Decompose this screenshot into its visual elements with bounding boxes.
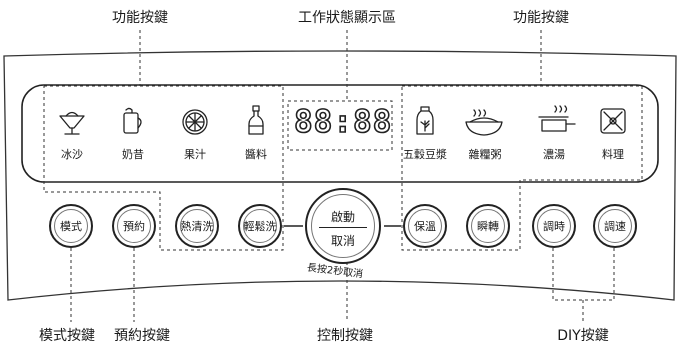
- reserve-key-label: 預約按鍵: [114, 328, 170, 344]
- status-display-label: 工作狀態顯示區: [298, 10, 396, 26]
- soup-pot-icon: [538, 105, 576, 132]
- keep-warm-button[interactable]: 保溫: [403, 204, 447, 248]
- easy-clean-button-ring: [243, 209, 277, 243]
- milkshake-jar-icon: [123, 107, 142, 134]
- porridge-bowl-icon: [465, 109, 503, 136]
- diy-key-label: DIY按鍵: [557, 328, 609, 344]
- start-label: 啟動: [330, 210, 355, 224]
- blade-cross-icon: [600, 108, 626, 134]
- function-label-cooking: 料理: [602, 148, 624, 161]
- hot-clean-button[interactable]: 熱清洗: [175, 204, 219, 248]
- mode-button[interactable]: 模式: [49, 204, 93, 248]
- status-display-digits: 88:88: [293, 103, 393, 141]
- mode-button-ring: [54, 209, 88, 243]
- control-key-label: 控制按鍵: [317, 328, 373, 344]
- adjust-speed-button-ring: [598, 209, 632, 243]
- easy-clean-button[interactable]: 輕鬆洗: [238, 204, 282, 248]
- hot-clean-button-label: 熱清洗: [180, 220, 214, 233]
- cancel-label: 取消: [330, 234, 355, 248]
- sauce-bottle-icon: [248, 105, 264, 135]
- instant-button[interactable]: 瞬轉: [466, 204, 510, 248]
- function-label-soup: 濃湯: [543, 148, 565, 161]
- adjust-speed-button-label: 調速: [604, 220, 626, 233]
- start-cancel-button[interactable]: 啟動 取消: [305, 188, 381, 264]
- function-label-porridge: 雜糧粥: [468, 148, 502, 161]
- adjust-time-button-label: 調時: [543, 220, 565, 233]
- smoothie-cup-icon: [59, 111, 85, 135]
- reserve-button[interactable]: 預約: [112, 204, 156, 248]
- instant-button-ring: [471, 209, 505, 243]
- adjust-time-button[interactable]: 調時: [532, 204, 576, 248]
- adjust-speed-button[interactable]: 調速: [593, 204, 637, 248]
- function-keys-label-left: 功能按鍵: [112, 10, 168, 26]
- function-label-juice: 果汁: [184, 148, 206, 161]
- mode-button-label: 模式: [60, 220, 82, 233]
- keep-warm-button-label: 保溫: [414, 220, 436, 233]
- function-label-milkshake: 奶昔: [122, 148, 144, 161]
- reserve-button-label: 預約: [123, 220, 145, 233]
- function-keys-label-right: 功能按鍵: [513, 10, 569, 26]
- start-cancel-button-ring: [311, 194, 375, 258]
- grain-soymilk-bottle-icon: [416, 106, 434, 135]
- keep-warm-button-ring: [408, 209, 442, 243]
- easy-clean-button-label: 輕鬆洗: [243, 220, 277, 233]
- citrus-slice-icon: [182, 109, 208, 135]
- adjust-time-button-ring: [537, 209, 571, 243]
- function-label-sauce: 醬料: [245, 148, 267, 161]
- hot-clean-button-ring: [180, 209, 214, 243]
- reserve-button-ring: [117, 209, 151, 243]
- mode-key-label: 模式按鍵: [39, 328, 95, 344]
- instant-button-label: 瞬轉: [477, 220, 499, 233]
- function-label-smoothie: 冰沙: [61, 148, 83, 161]
- function-label-grain-soymilk: 五穀豆漿: [403, 148, 447, 161]
- start-cancel-divider: [319, 227, 367, 228]
